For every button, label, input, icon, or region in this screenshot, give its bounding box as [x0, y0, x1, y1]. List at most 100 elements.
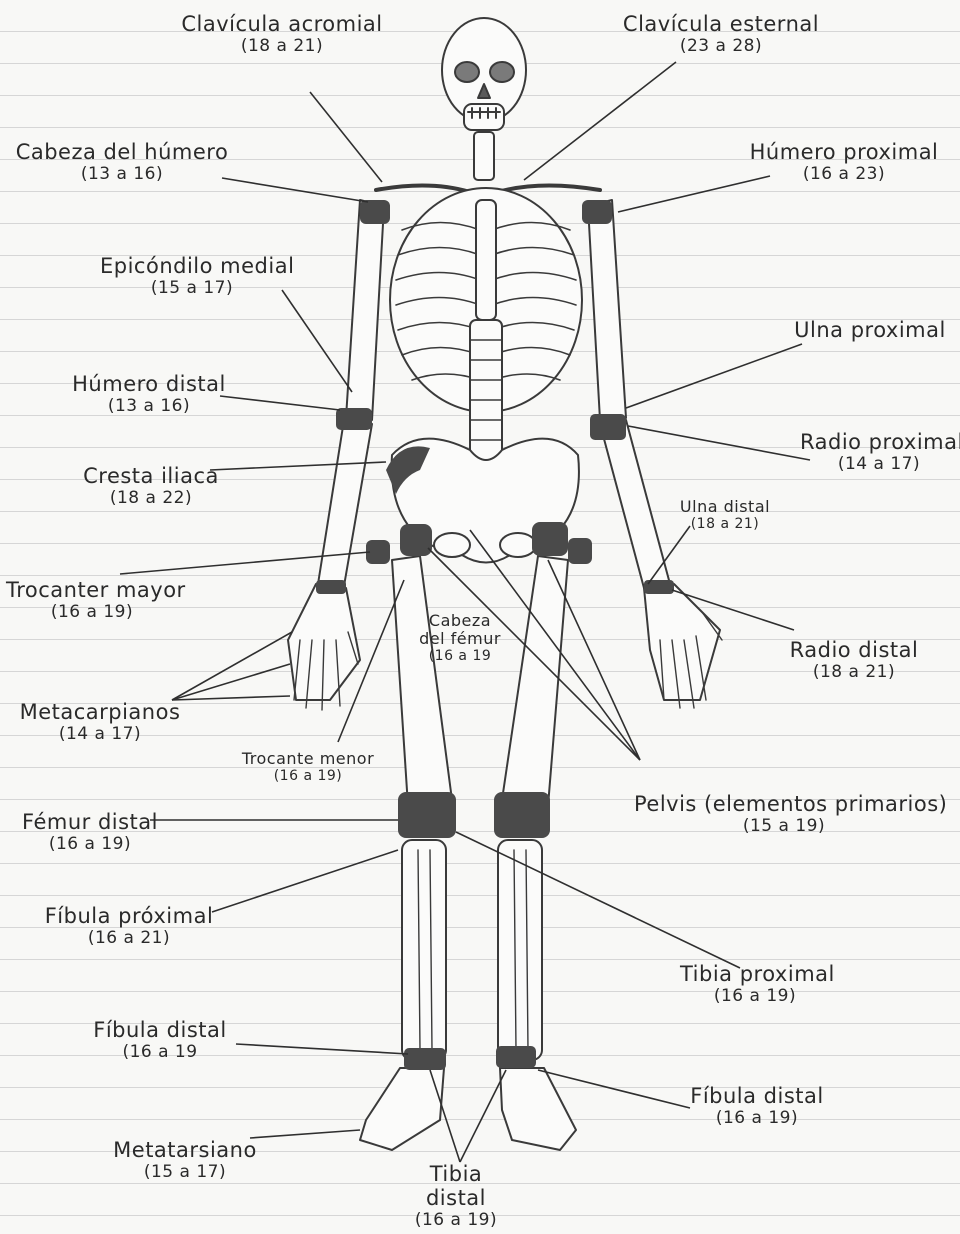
- label-range: (16 a 19): [6, 602, 178, 622]
- label-radio-distal: Radio distal (18 a 21): [784, 638, 924, 682]
- label-radio-proximal: Radio proximal (14 a 17): [800, 430, 958, 474]
- eye-socket-left: [455, 62, 479, 82]
- label-name: Fémur distal: [18, 810, 162, 834]
- label-range: (14 a 17): [18, 724, 182, 744]
- label-name: Fíbula distal: [86, 1018, 234, 1042]
- label-range: (18 a 21): [784, 662, 924, 682]
- label-range: (15 a 17): [112, 1162, 258, 1182]
- label-name: Radio proximal: [800, 430, 958, 454]
- leader-fibula-proximal: [212, 850, 398, 912]
- tibia-fibula-right: [498, 840, 542, 1060]
- label-pelvis: Pelvis (elementos primarios) (15 a 19): [634, 792, 934, 836]
- label-name: Húmero distal: [70, 372, 228, 396]
- label-name: Ulna proximal: [790, 318, 950, 342]
- label-femur-distal: Fémur distal (16 a 19): [18, 810, 162, 854]
- leader-clavicula-esternal: [524, 62, 676, 180]
- leader-humero-distal: [220, 396, 340, 410]
- label-name: Fíbula próximal: [40, 904, 218, 928]
- growth-plate-hip-right: [532, 522, 568, 556]
- leader-clavicula-acromial: [310, 92, 382, 182]
- label-name: Metacarpianos: [18, 700, 182, 724]
- label-ulna-distal: Ulna distal (18 a 21): [664, 498, 786, 533]
- leader-fibula-distal-left: [236, 1044, 408, 1054]
- label-tibia-distal: Tibia distal (16 a 19): [408, 1162, 504, 1230]
- label-range: (16 a 19): [18, 834, 162, 854]
- femur-right: [502, 556, 568, 806]
- growth-plate-knee-right: [494, 792, 550, 838]
- label-epicondilo-medial: Epicóndilo medial (15 a 17): [100, 254, 284, 298]
- label-cabeza-femur: Cabeza del fémur (16 a 19: [414, 612, 506, 665]
- growth-plate-shoulder-left: [360, 200, 390, 224]
- label-metacarpianos: Metacarpianos (14 a 17): [18, 700, 182, 744]
- label-fibula-distal-left: Fíbula distal (16 a 19: [86, 1018, 234, 1062]
- label-range: (16 a 19): [680, 986, 830, 1006]
- label-name: Epicóndilo medial: [100, 254, 284, 278]
- leader-ulna-proximal: [626, 344, 802, 408]
- label-name: Trocanter mayor: [6, 578, 178, 602]
- foot-right: [500, 1068, 576, 1150]
- label-name: Húmero proximal: [744, 140, 944, 164]
- growth-plate-shoulder-right: [582, 200, 612, 224]
- label-fibula-proximal: Fíbula próximal (16 a 21): [40, 904, 218, 948]
- label-clavicula-acromial: Clavícula acromial (18 a 21): [172, 12, 392, 56]
- humerus-left: [346, 200, 384, 420]
- leader-epicondilo-medial: [282, 290, 352, 392]
- label-name: Trocante menor: [238, 750, 378, 768]
- growth-plate-wrist-left: [316, 580, 346, 594]
- label-name: Tibia proximal: [680, 962, 830, 986]
- label-range: (16 a 23): [744, 164, 944, 184]
- leader-radio-proximal: [628, 426, 810, 460]
- label-fibula-distal-right: Fíbula distal (16 a 19): [684, 1084, 830, 1128]
- eye-socket-right: [490, 62, 514, 82]
- label-name: Cresta iliaca: [76, 464, 226, 488]
- label-range: (16 a 19: [86, 1042, 234, 1062]
- leader-metacarpianos-2: [172, 664, 290, 700]
- label-name: Tibia distal: [408, 1162, 504, 1210]
- growth-plate-knee-left: [398, 792, 456, 838]
- growth-plate-hip-left: [400, 524, 432, 556]
- label-name: Clavícula acromial: [172, 12, 392, 36]
- label-range: (15 a 19): [634, 816, 934, 836]
- label-name: Metatarsiano: [112, 1138, 258, 1162]
- label-humero-distal: Húmero distal (13 a 16): [70, 372, 228, 416]
- label-name: Pelvis (elementos primarios): [634, 792, 934, 816]
- label-range: (16 a 19): [408, 1210, 504, 1230]
- label-range: (18 a 21): [664, 516, 786, 533]
- obturator-left: [434, 533, 470, 557]
- growth-plate-ankle-left: [404, 1048, 446, 1070]
- cervical-spine: [474, 132, 494, 180]
- label-range: (23 a 28): [606, 36, 836, 56]
- label-cabeza-humero: Cabeza del húmero (13 a 16): [14, 140, 230, 184]
- label-range: (16 a 19: [414, 648, 506, 665]
- growth-plate-elbow-left: [336, 408, 372, 430]
- forearm-left: [318, 420, 372, 586]
- label-trocanter-mayor: Trocanter mayor (16 a 19): [6, 578, 178, 622]
- label-range: (13 a 16): [14, 164, 230, 184]
- forearm-right: [600, 420, 670, 588]
- tibia-fibula-left: [402, 840, 446, 1060]
- label-humero-proximal: Húmero proximal (16 a 23): [744, 140, 944, 184]
- label-name: Ulna distal: [664, 498, 786, 516]
- label-range: (15 a 17): [100, 278, 284, 298]
- label-tibia-proximal: Tibia proximal (16 a 19): [680, 962, 830, 1006]
- humerus-right: [588, 200, 626, 420]
- obturator-right: [500, 533, 536, 557]
- clavicle-left: [376, 185, 470, 192]
- foot-left: [360, 1068, 444, 1150]
- label-range: (13 a 16): [70, 396, 228, 416]
- label-name: Fíbula distal: [684, 1084, 830, 1108]
- leader-metacarpianos-1: [172, 632, 292, 700]
- label-name: Clavícula esternal: [606, 12, 836, 36]
- label-clavicula-esternal: Clavícula esternal (23 a 28): [606, 12, 836, 56]
- lumbar-spine: [470, 320, 502, 460]
- label-name: Cabeza del fémur: [414, 612, 506, 648]
- label-range: (14 a 17): [800, 454, 958, 474]
- sternum: [476, 200, 496, 320]
- leader-metacarpianos-3: [172, 696, 290, 700]
- label-trocanter-menor: Trocante menor (16 a 19): [238, 750, 378, 785]
- growth-plate-ankle-right: [496, 1046, 536, 1068]
- growth-plate-elbow-right: [590, 414, 626, 440]
- label-name: Radio distal: [784, 638, 924, 662]
- leader-pelvis-3: [548, 560, 640, 760]
- label-range: (16 a 19): [684, 1108, 830, 1128]
